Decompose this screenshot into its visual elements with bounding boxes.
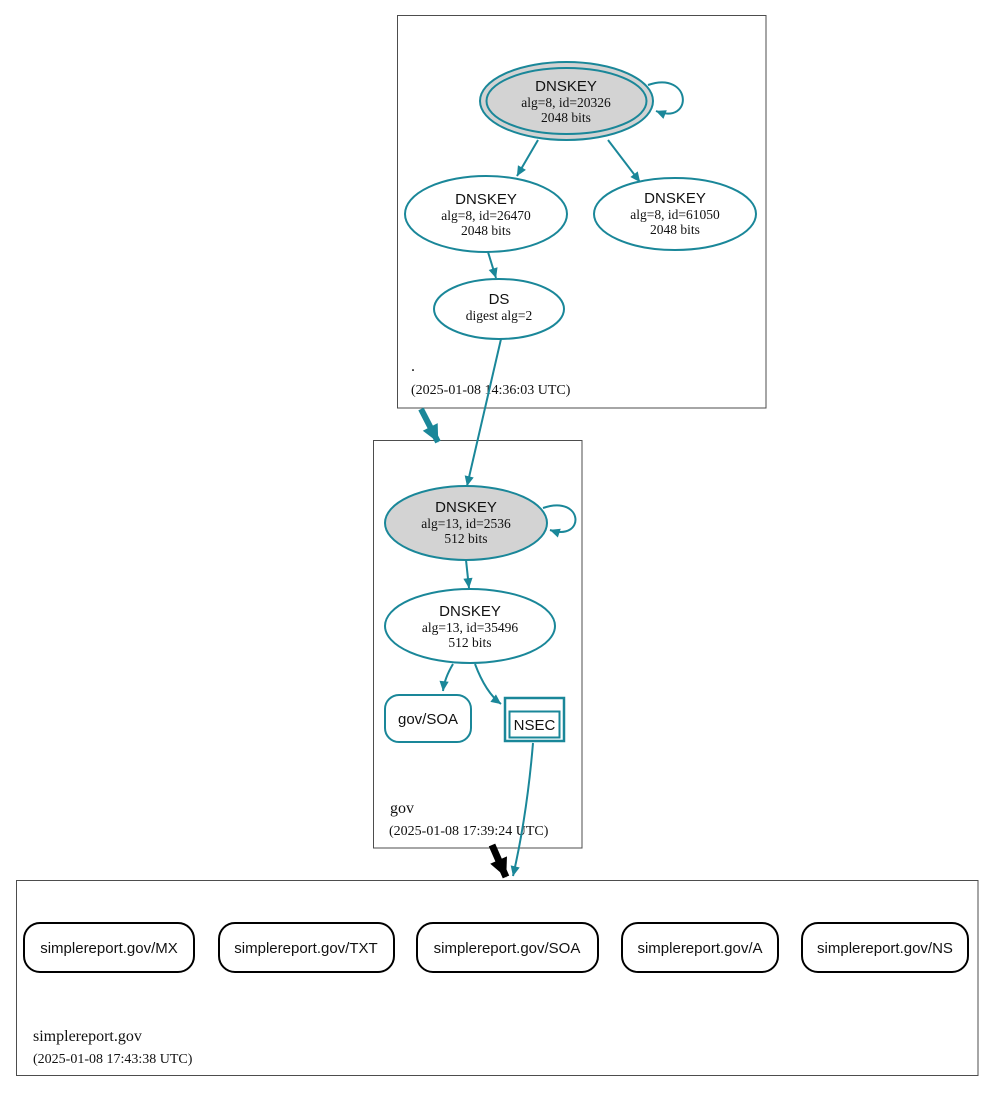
node-simplereport-a: simplereport.gov/A <box>621 922 779 973</box>
gov-zsk-detail2: 512 bits <box>448 635 491 650</box>
root-zsk-left-ellipse <box>404 175 568 253</box>
gov-ksk-detail2: 512 bits <box>444 531 487 546</box>
zone-box-simplereport <box>16 880 979 1076</box>
root-zsk-right-detail1: alg=8, id=61050 <box>630 207 720 222</box>
edge-root-zsk-to-ds <box>487 251 498 279</box>
zone-box-root <box>397 15 767 409</box>
node-root-ds: DS digest alg=2 <box>433 278 565 340</box>
gov-soa-rect <box>384 694 472 743</box>
simplereport-ns-rect <box>801 922 969 973</box>
node-root-zsk-right: DNSKEY alg=8, id=61050 2048 bits <box>593 177 757 251</box>
root-ksk-title: DNSKEY <box>535 78 597 95</box>
root-ds-title: DS <box>489 291 510 308</box>
zone-name-simplereport: simplereport.gov <box>33 1028 142 1045</box>
gov-nsec-label: NSEC <box>514 717 556 734</box>
root-zsk-left-detail2: 2048 bits <box>461 223 511 238</box>
zone-name-root: . <box>411 358 415 375</box>
simplereport-soa-label: simplereport.gov/SOA <box>434 940 581 957</box>
gov-nsec-outer-rect <box>503 696 566 743</box>
root-ds-ellipse <box>433 278 565 340</box>
edge-root-ksk-to-zsk-left <box>516 139 539 177</box>
node-gov-zsk: DNSKEY alg=13, id=35496 512 bits <box>384 588 556 664</box>
zone-timestamp-gov: (2025-01-08 17:39:24 UTC) <box>389 824 549 839</box>
root-ksk-detail1: alg=8, id=20326 <box>521 95 611 110</box>
edge-delegation-gov-to-simplereport <box>488 843 510 879</box>
edge-ds-to-gov-ksk <box>464 338 502 487</box>
edge-gov-zsk-to-nsec <box>474 663 502 705</box>
root-zsk-left-title: DNSKEY <box>455 191 517 208</box>
root-ds-detail1: digest alg=2 <box>466 308 532 323</box>
root-zsk-right-detail2: 2048 bits <box>650 222 700 237</box>
node-simplereport-txt: simplereport.gov/TXT <box>218 922 395 973</box>
gov-ksk-detail1: alg=13, id=2536 <box>421 516 511 531</box>
zone-timestamp-simplereport: (2025-01-08 17:43:38 UTC) <box>33 1052 193 1067</box>
root-zsk-right-ellipse <box>593 177 757 251</box>
simplereport-txt-rect <box>218 922 395 973</box>
zone-timestamp-root: (2025-01-08 14:36:03 UTC) <box>411 383 571 398</box>
simplereport-soa-rect <box>416 922 599 973</box>
edge-gov-ksk-to-zsk <box>463 559 473 589</box>
gov-zsk-title: DNSKEY <box>439 603 501 620</box>
root-zsk-left-detail1: alg=8, id=26470 <box>441 208 531 223</box>
edge-gov-zsk-to-soa <box>439 663 454 692</box>
node-simplereport-ns: simplereport.gov/NS <box>801 922 969 973</box>
edge-root-ksk-selfloop <box>647 81 684 119</box>
edge-gov-ksk-selfloop <box>542 504 577 538</box>
node-gov-nsec: NSEC <box>503 696 566 743</box>
simplereport-mx-label: simplereport.gov/MX <box>40 940 178 957</box>
edge-delegation-root-to-gov <box>418 407 441 444</box>
gov-zsk-detail1: alg=13, id=35496 <box>422 620 518 635</box>
node-root-ksk: DNSKEY alg=8, id=20326 2048 bits <box>479 61 654 141</box>
edge-root-ksk-to-zsk-right <box>607 139 641 183</box>
simplereport-txt-label: simplereport.gov/TXT <box>234 940 377 957</box>
node-simplereport-soa: simplereport.gov/SOA <box>416 922 599 973</box>
node-simplereport-mx: simplereport.gov/MX <box>23 922 195 973</box>
simplereport-ns-label: simplereport.gov/NS <box>817 940 953 957</box>
gov-zsk-ellipse <box>384 588 556 664</box>
simplereport-mx-rect <box>23 922 195 973</box>
root-zsk-right-title: DNSKEY <box>644 190 706 207</box>
gov-soa-label: gov/SOA <box>398 711 458 728</box>
root-ksk-outer-ellipse <box>479 61 654 141</box>
edge-nsec-to-simplereport <box>510 742 534 877</box>
simplereport-a-rect <box>621 922 779 973</box>
simplereport-a-label: simplereport.gov/A <box>637 940 762 957</box>
gov-ksk-ellipse <box>384 485 548 561</box>
zone-name-gov: gov <box>390 800 414 817</box>
root-ksk-inner-ellipse <box>485 67 648 135</box>
gov-ksk-title: DNSKEY <box>435 499 497 516</box>
node-gov-ksk: DNSKEY alg=13, id=2536 512 bits <box>384 485 548 561</box>
gov-nsec-inner-rect <box>508 710 561 739</box>
node-gov-soa: gov/SOA <box>384 694 472 743</box>
node-root-zsk-left: DNSKEY alg=8, id=26470 2048 bits <box>404 175 568 253</box>
root-ksk-detail2: 2048 bits <box>541 110 591 125</box>
